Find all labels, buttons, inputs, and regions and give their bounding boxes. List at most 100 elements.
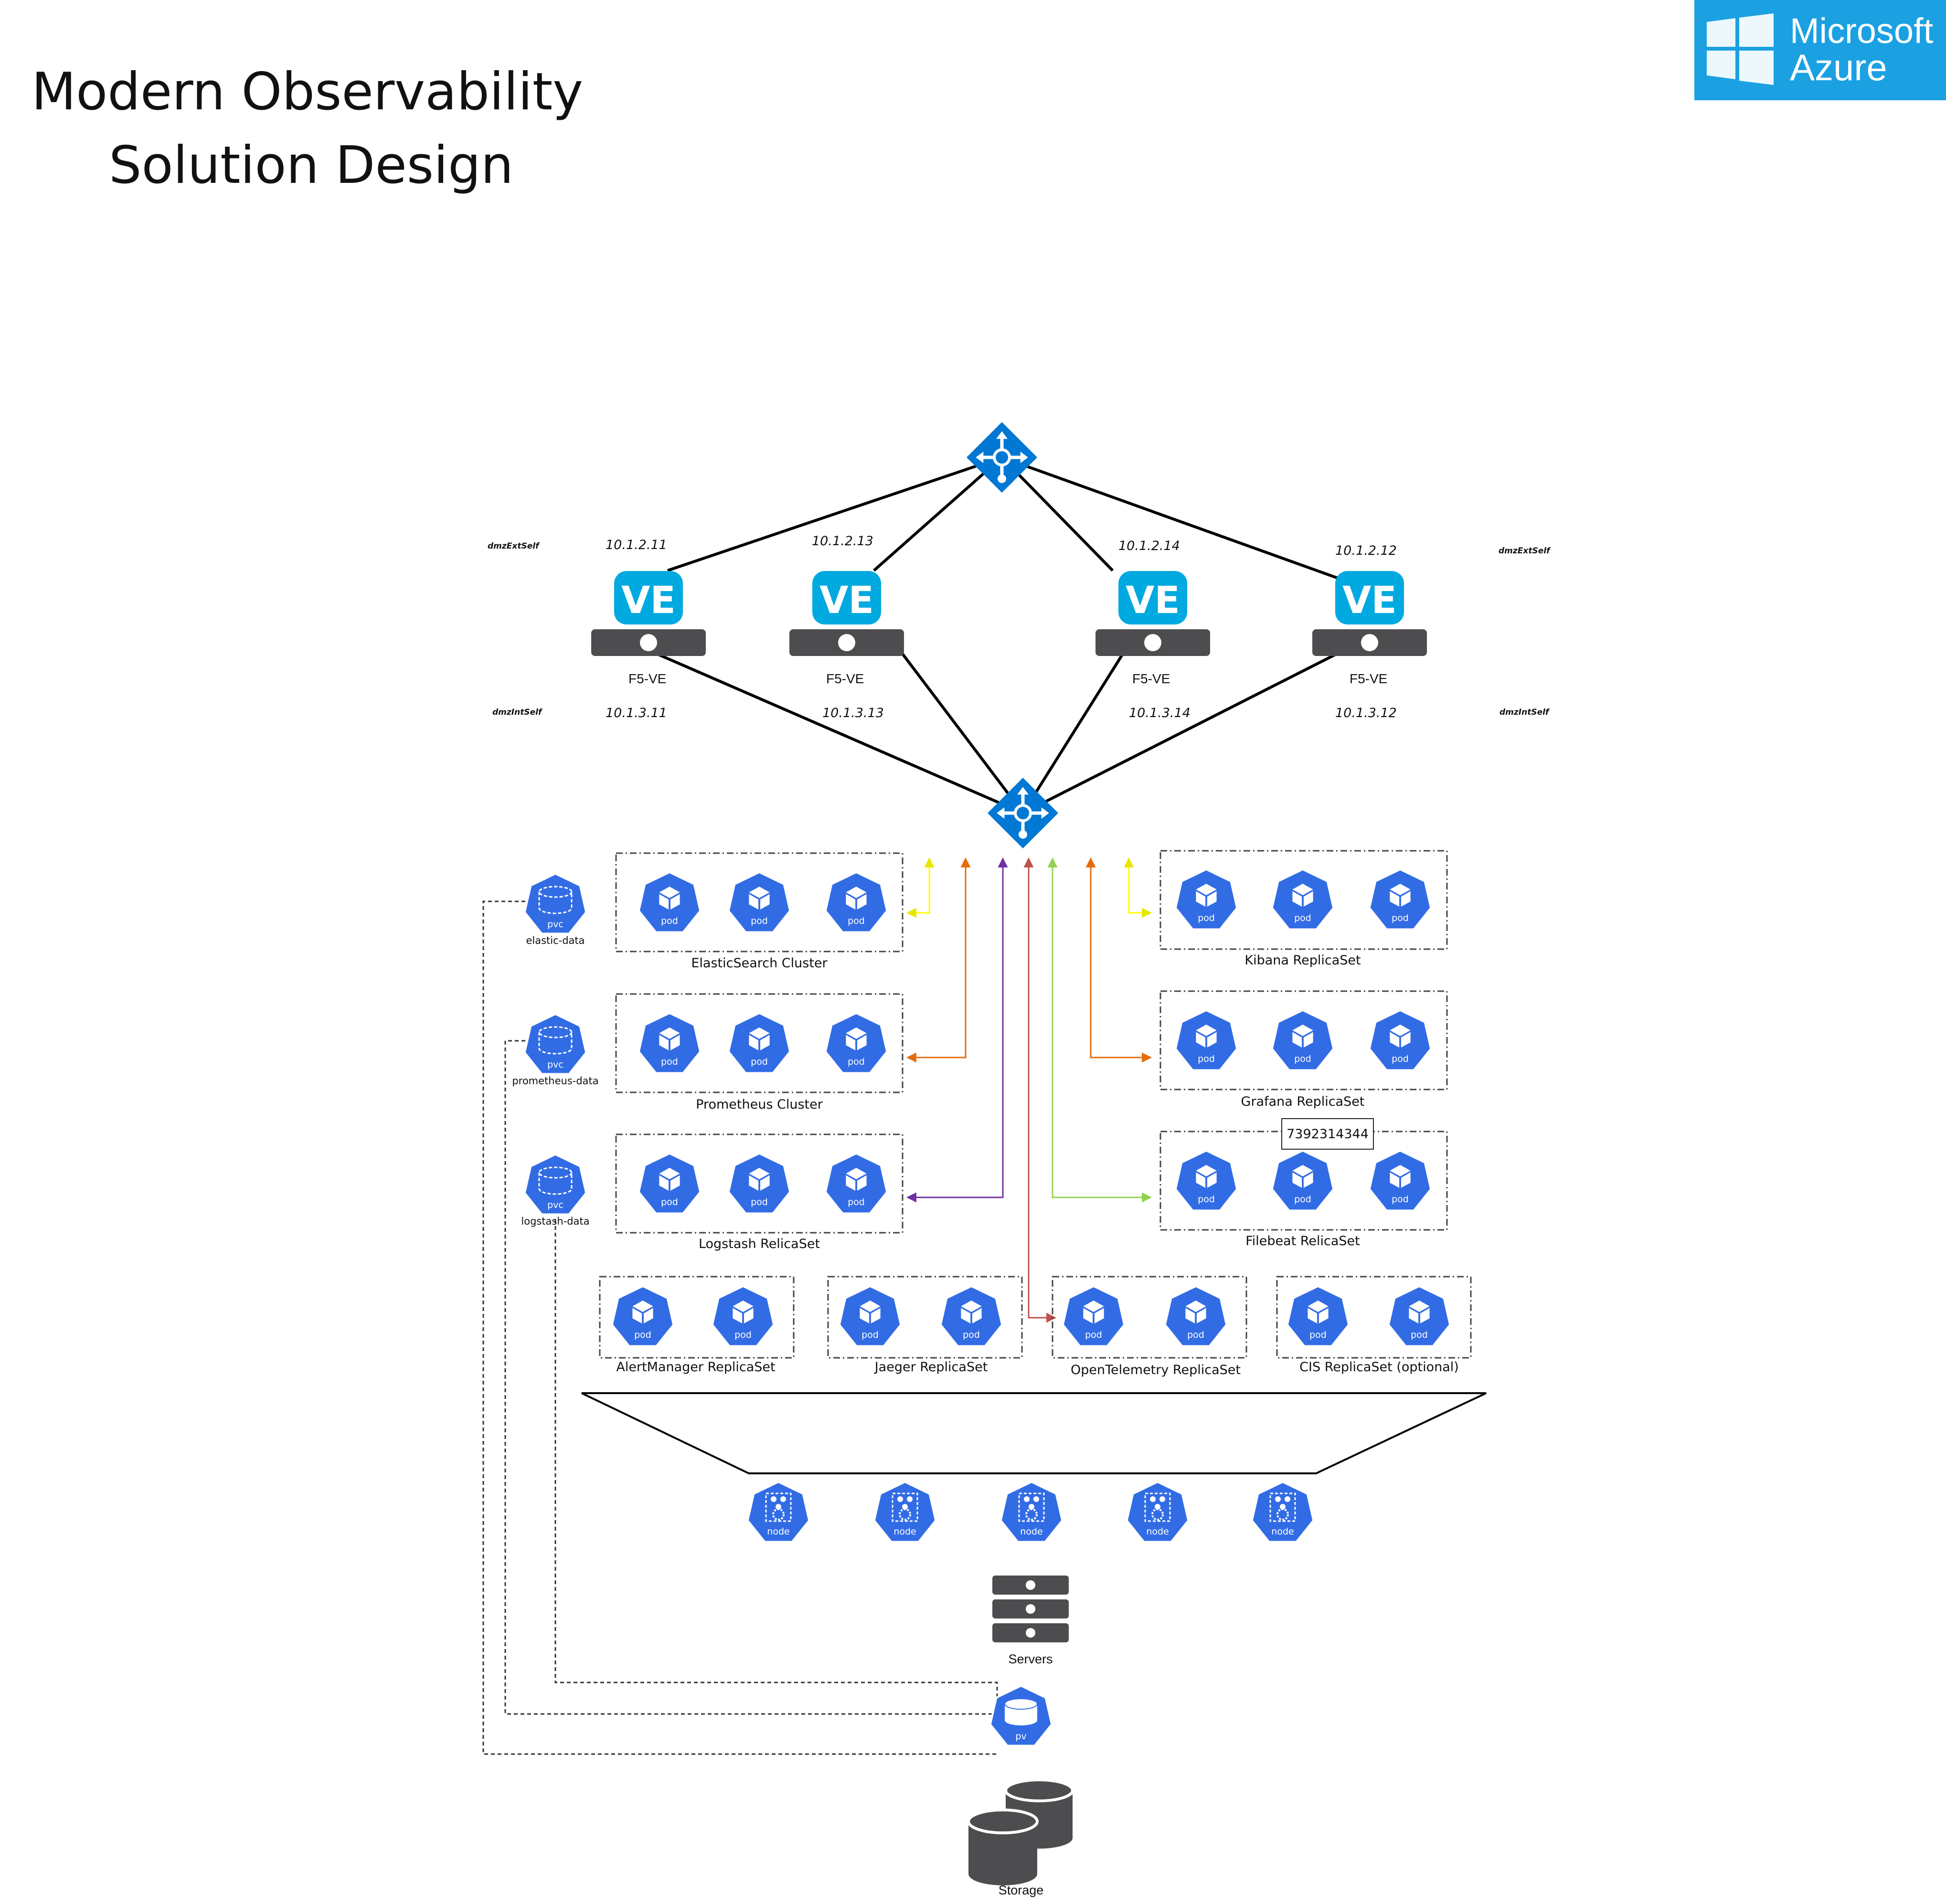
cube-left [1390, 1172, 1400, 1188]
pod-text: pod [1392, 1054, 1409, 1064]
cube-top [1308, 1301, 1329, 1312]
cube-top [1083, 1301, 1104, 1312]
ve-badge [1118, 571, 1187, 624]
cube-right [1196, 1308, 1206, 1323]
pod-icon: pod [638, 1012, 702, 1074]
pod-text: pod [1198, 1054, 1215, 1064]
pod-icon: pod [727, 1152, 791, 1215]
node-frame [1018, 1492, 1045, 1522]
ve-badge [812, 571, 881, 624]
cluster-label-jaeger: Jaeger ReplicaSet [874, 1360, 988, 1375]
pod-text: pod [1085, 1330, 1102, 1340]
pvc-text: pvc [547, 1200, 564, 1210]
server-light [1026, 1580, 1035, 1590]
pod-text: pod [751, 1057, 768, 1067]
device-label-2: F5-VE [826, 671, 864, 686]
cube-right [670, 1035, 680, 1050]
cube-top [1409, 1301, 1430, 1312]
int-ip-1: 10.1.3.11 [606, 706, 667, 720]
arrow-prometheus [906, 857, 971, 1063]
pv-text: pv [1015, 1731, 1026, 1742]
ve-appliance-light [838, 634, 855, 651]
cluster-label-alertmanager: AlertManager ReplicaSet [616, 1360, 776, 1375]
pod-text: pod [734, 1330, 752, 1340]
node-gear [1276, 1508, 1289, 1521]
cube-left [749, 894, 759, 910]
pvc-pv-link [504, 1040, 997, 1715]
node-dot [1024, 1496, 1030, 1502]
link-bottom-router [887, 634, 1024, 814]
node-heptagon [1000, 1481, 1063, 1543]
pvc-label-prometheus: prometheus-data [512, 1075, 599, 1087]
ve-badge [614, 571, 683, 624]
pod-icon: pod [1368, 1009, 1432, 1071]
device-label-1: F5-VE [628, 671, 667, 686]
pod-icon: pod [939, 1285, 1003, 1347]
tag-dmz-ext-right: dmzExtSelf [1499, 546, 1550, 556]
int-ip-3: 10.1.3.14 [1129, 706, 1191, 720]
cluster-box-kibana [1159, 850, 1448, 950]
cube-left [846, 1035, 856, 1050]
pod-text: pod [661, 916, 678, 926]
cluster-box-opentelemetry [1052, 1276, 1247, 1359]
cluster-box-alertmanager [599, 1276, 795, 1359]
pod-heptagon [638, 871, 702, 933]
cube-top [1196, 1025, 1217, 1036]
link-top-router [1000, 456, 1114, 572]
pvc-text: pvc [547, 919, 564, 930]
pod-heptagon [727, 1012, 791, 1074]
cluster-label-grafana: Grafana ReplicaSet [1241, 1094, 1365, 1109]
cube-right [760, 894, 770, 910]
cube-top [749, 887, 770, 898]
cube-right [1401, 891, 1411, 907]
router-arrow-left [997, 807, 1005, 819]
pod-icon: pod [727, 1012, 791, 1074]
cube-left [1390, 891, 1400, 907]
bottom-router-icon [988, 778, 1058, 848]
pod-icon: pod [824, 1152, 888, 1215]
pod-heptagon [638, 1012, 702, 1074]
pvc-label-elastic: elastic-data [526, 935, 585, 946]
router-arrow-right [1020, 452, 1028, 463]
cluster-box-cis [1276, 1276, 1472, 1359]
cube-right [1420, 1308, 1430, 1323]
cube-right [1401, 1172, 1411, 1188]
pod-heptagon [727, 871, 791, 933]
pod-heptagon [824, 1152, 888, 1215]
pvc-text: pvc [547, 1059, 564, 1070]
router-hub [993, 448, 1011, 466]
node-dot [907, 1496, 913, 1502]
node-dot [897, 1496, 903, 1502]
node-gear [899, 1508, 911, 1521]
ext-ip-4: 10.1.2.12 [1335, 543, 1397, 558]
cube-right [1319, 1308, 1329, 1323]
pod-text: pod [1294, 913, 1311, 923]
arrow-filebeat [1047, 857, 1152, 1203]
cube-top [1390, 884, 1411, 895]
cube-left [659, 894, 669, 910]
ve-badge-text: VE [621, 579, 676, 622]
arrow-opentelemetry [1023, 857, 1057, 1323]
cube-right [670, 894, 680, 910]
pod-text: pod [1198, 1194, 1215, 1205]
cube-left [1196, 891, 1206, 907]
cube-top [1390, 1165, 1411, 1176]
router-arrow-up [996, 431, 1008, 439]
pod-icon: pod [727, 871, 791, 933]
cube-right [857, 1035, 867, 1050]
pod-heptagon [1174, 1149, 1238, 1212]
ve-badge [1335, 571, 1404, 624]
cluster-label-filebeat: Filebeat RelicaSet [1245, 1234, 1360, 1248]
node-dot [771, 1496, 776, 1502]
pod-icon: pod [1387, 1285, 1451, 1347]
router-dot [1019, 830, 1027, 839]
pod-text: pod [1294, 1054, 1311, 1064]
pod-heptagon [727, 1152, 791, 1215]
cube-top [1196, 1165, 1217, 1176]
ext-ip-3: 10.1.2.14 [1118, 539, 1180, 553]
pod-text: pod [751, 1197, 768, 1207]
pod-text: pod [1392, 1194, 1409, 1205]
node-frame [1269, 1492, 1296, 1522]
pvc-disk-body [538, 892, 573, 914]
